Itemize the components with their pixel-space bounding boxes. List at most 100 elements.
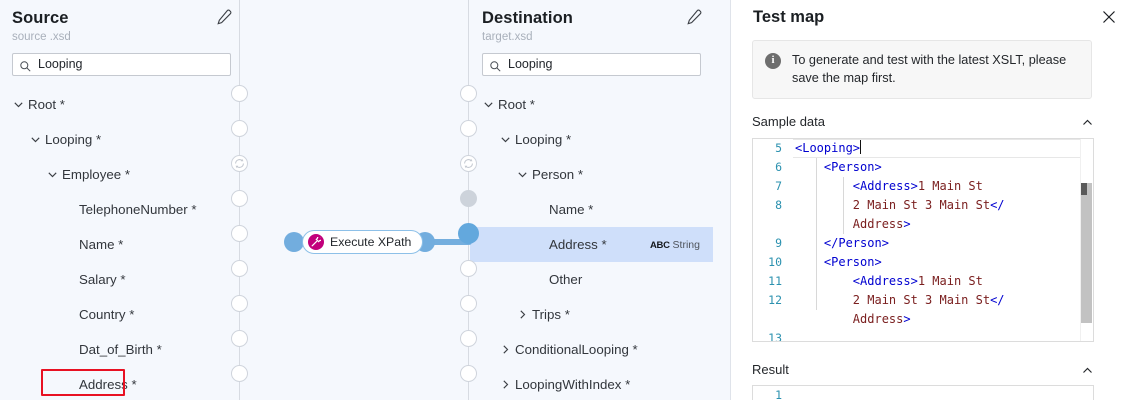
source-tree-label: Dat_of_Birth * xyxy=(79,341,162,357)
pencil-icon[interactable] xyxy=(685,8,703,26)
source-port[interactable] xyxy=(231,189,248,207)
destination-tree-label: Other xyxy=(549,271,583,287)
source-tree-row[interactable]: TelephoneNumber * xyxy=(0,192,243,227)
chevron-down-icon[interactable] xyxy=(29,133,42,146)
destination-port[interactable] xyxy=(460,329,477,347)
sample-data-editor[interactable]: 5<Looping>6 <Person>7 <Address>1 Main St… xyxy=(752,138,1094,342)
code-line-number: . xyxy=(753,215,791,234)
search-icon xyxy=(20,59,31,72)
destination-tree-row[interactable]: LoopingWithIndex * xyxy=(470,367,713,400)
destination-port[interactable] xyxy=(460,259,477,277)
destination-port[interactable] xyxy=(458,222,479,244)
execute-xpath-label: Execute XPath xyxy=(330,235,412,249)
destination-tree-label: Trips * xyxy=(532,306,570,322)
result-editor[interactable]: 1 xyxy=(752,385,1094,400)
sample-data-section-header[interactable]: Sample data xyxy=(752,113,1094,131)
code-line-number: 7 xyxy=(775,179,782,193)
destination-tree-row[interactable]: Trips * xyxy=(470,297,713,332)
code-line-number: 5 xyxy=(775,141,782,155)
source-tree-row[interactable]: Employee * xyxy=(0,157,243,192)
source-tree-row[interactable]: Address * xyxy=(0,367,243,400)
destination-port[interactable] xyxy=(460,189,477,207)
source-tree[interactable]: Root *Looping * Employee * TelephoneNumber… xyxy=(0,87,243,400)
source-port[interactable] xyxy=(231,364,248,382)
destination-tree-row[interactable]: Address *ABC String xyxy=(470,227,713,262)
source-tree-row[interactable]: Root * xyxy=(0,87,243,122)
map-canvas[interactable]: Source source .xsd Looping Root *Loopi xyxy=(0,0,731,400)
code-line-number: . xyxy=(753,310,791,329)
destination-search-value: Looping xyxy=(508,57,553,71)
code-line-content xyxy=(791,329,1093,341)
xpath-function-icon xyxy=(308,234,324,250)
code-line: 5 <Looping> xyxy=(753,139,1093,158)
destination-loop-port[interactable] xyxy=(460,154,477,172)
destination-panel-header: Destination target.xsd xyxy=(470,0,713,45)
source-tree-row[interactable]: Country * xyxy=(0,297,243,332)
close-icon[interactable] xyxy=(1099,7,1119,27)
destination-tree-row[interactable]: Other xyxy=(470,262,713,297)
destination-port[interactable] xyxy=(460,294,477,312)
destination-port[interactable] xyxy=(460,84,477,102)
code-line-content: <Person> xyxy=(823,255,882,269)
code-line-number: 8 xyxy=(775,198,782,212)
destination-port[interactable] xyxy=(460,119,477,137)
result-line: 1 xyxy=(753,386,1093,400)
chevron-down-icon[interactable] xyxy=(516,168,529,181)
code-line-content: </Person> xyxy=(823,236,889,250)
source-panel-title: Source xyxy=(12,9,69,27)
destination-panel-title: Destination xyxy=(482,9,573,27)
source-tree-row[interactable]: Dat_of_Birth * xyxy=(0,332,243,367)
test-map-panel: Test map To generate and test with the l… xyxy=(731,0,1130,400)
chevron-down-icon[interactable] xyxy=(499,133,512,146)
source-port[interactable] xyxy=(231,259,248,277)
destination-tree-row[interactable]: Looping * xyxy=(470,122,713,157)
source-search-input[interactable]: Looping xyxy=(12,53,231,76)
chevron-down-icon[interactable] xyxy=(482,98,495,111)
pencil-icon[interactable] xyxy=(215,8,233,26)
code-line: 13 xyxy=(753,329,1093,342)
source-tree-label: Employee * xyxy=(62,166,130,182)
source-port[interactable] xyxy=(231,119,248,137)
chevron-up-icon[interactable] xyxy=(1081,116,1094,129)
test-map-title: Test map xyxy=(753,8,825,26)
chevron-down-icon[interactable] xyxy=(12,98,25,111)
chevron-right-icon[interactable] xyxy=(499,343,512,356)
code-line: 12 2 Main St 3 Main St</ xyxy=(753,291,1093,310)
source-port[interactable] xyxy=(231,294,248,312)
destination-search-input[interactable]: Looping xyxy=(482,53,701,76)
chevron-up-icon[interactable] xyxy=(1081,364,1094,377)
chevron-right-icon[interactable] xyxy=(499,378,512,391)
execute-xpath-node[interactable]: Execute XPath xyxy=(302,230,424,254)
chevron-down-icon[interactable] xyxy=(46,168,59,181)
search-icon xyxy=(490,59,501,72)
source-port[interactable] xyxy=(231,224,248,242)
code-line-number: 13 xyxy=(768,331,782,342)
source-loop-port[interactable] xyxy=(231,154,248,172)
source-tree-row[interactable]: Name * xyxy=(0,227,243,262)
destination-tree-label: Looping * xyxy=(515,131,572,147)
code-line-content: <Person> xyxy=(823,160,882,174)
indent-guide xyxy=(843,177,844,234)
connection-edge-to-destination[interactable] xyxy=(430,239,472,245)
destination-port[interactable] xyxy=(460,364,477,382)
destination-tree-row[interactable]: ConditionalLooping * xyxy=(470,332,713,367)
editor-scrollbar[interactable] xyxy=(1080,139,1093,341)
source-port[interactable] xyxy=(231,84,248,102)
destination-tree-row[interactable]: Root * xyxy=(470,87,713,122)
source-tree-row[interactable]: Looping * xyxy=(0,122,243,157)
source-port[interactable] xyxy=(231,329,248,347)
code-line-content: <Looping> xyxy=(795,140,862,155)
chevron-right-icon[interactable] xyxy=(516,308,529,321)
destination-tree-row[interactable]: Person * xyxy=(470,157,713,192)
code-line-number: 9 xyxy=(775,236,782,250)
code-line-number: 11 xyxy=(768,274,782,288)
source-schema-name: source .xsd xyxy=(12,31,71,43)
source-tree-label: TelephoneNumber * xyxy=(79,201,197,217)
result-section-header[interactable]: Result xyxy=(752,361,1094,379)
destination-tree[interactable]: Root * Looping * Person *Name *Address *AB… xyxy=(470,87,713,400)
xpath-node-input-port[interactable] xyxy=(284,232,304,252)
source-tree-row[interactable]: Salary * xyxy=(0,262,243,297)
source-tree-label: Address * xyxy=(79,376,137,392)
destination-tree-row[interactable]: Name * xyxy=(470,192,713,227)
editor-scrollbar-thumb[interactable] xyxy=(1081,183,1092,323)
